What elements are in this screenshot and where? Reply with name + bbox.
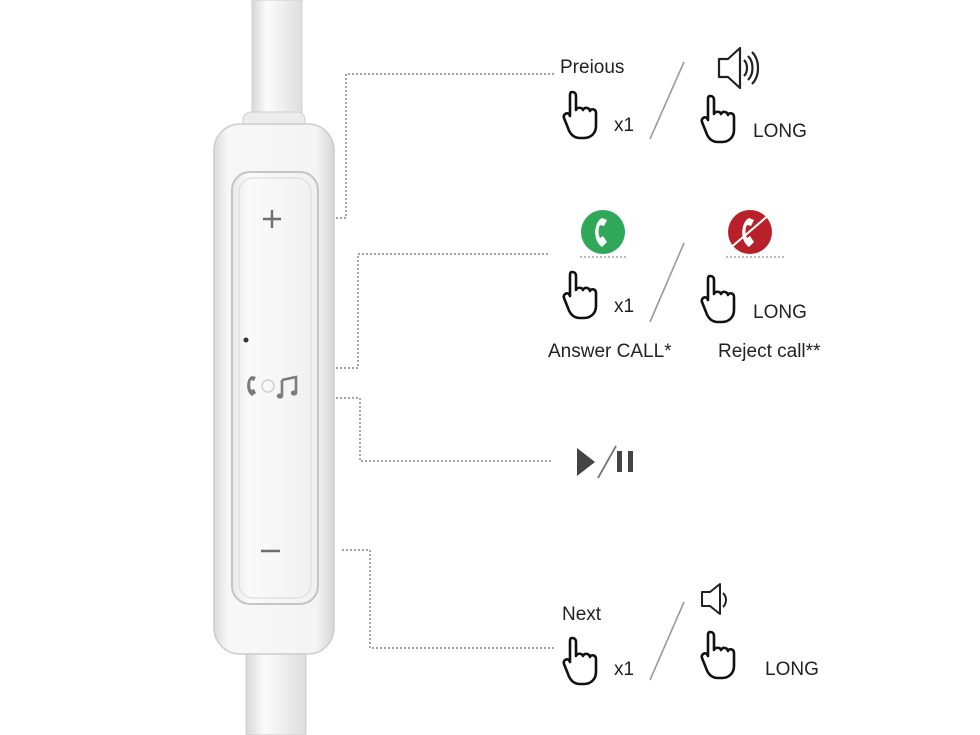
long-press-label: LONG (753, 121, 807, 142)
hand-press-icon (700, 94, 736, 144)
hand-press-icon (562, 636, 598, 686)
hand-press-icon (562, 90, 598, 140)
answer-call-label: Answer CALL* (548, 341, 672, 362)
reject-call-label: Reject call** (718, 341, 821, 362)
press-count-label: x1 (614, 296, 635, 317)
volume-up-icon (717, 46, 760, 90)
volume-down-icon (701, 583, 727, 615)
previous-label: Preious (560, 57, 625, 78)
play-pause-icon (577, 448, 633, 476)
answer-call-icon (580, 210, 628, 258)
reject-call-icon (726, 210, 784, 258)
hand-press-icon (562, 270, 598, 320)
hand-press-icon (700, 630, 736, 680)
cable (245, 0, 307, 735)
call-music-button[interactable] (247, 375, 298, 399)
mic-hole (243, 337, 249, 343)
divider-slashes (597, 61, 685, 681)
next-label: Next (562, 604, 602, 625)
long-press-label: LONG (753, 302, 807, 323)
hand-press-icon (700, 274, 736, 324)
plus-button[interactable] (262, 208, 282, 230)
long-press-label: LONG (765, 659, 819, 680)
press-count-label: x1 (614, 659, 635, 680)
minus-button[interactable] (258, 542, 282, 560)
press-count-label: x1 (614, 115, 635, 136)
connector-lines (336, 73, 556, 649)
